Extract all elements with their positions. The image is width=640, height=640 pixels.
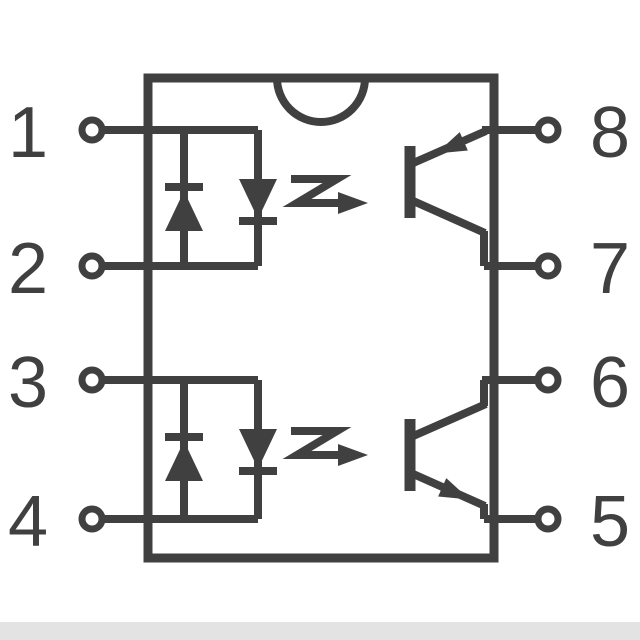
channel-1-phototransistor bbox=[404, 126, 540, 270]
channel-2-input-network bbox=[100, 376, 277, 523]
channel-2-phototransistor bbox=[404, 376, 540, 523]
transistor-arrow bbox=[438, 478, 470, 500]
channel-1-diode-down bbox=[239, 179, 277, 225]
transistor-arrow bbox=[436, 132, 468, 154]
pin-7-terminal bbox=[534, 252, 562, 280]
pin-7-label: 7 bbox=[590, 229, 630, 309]
channel-1-input-network bbox=[100, 126, 277, 270]
pin-2-terminal bbox=[78, 252, 106, 280]
diode-triangle bbox=[165, 191, 203, 231]
diode-triangle bbox=[165, 441, 203, 481]
diode-triangle bbox=[239, 429, 277, 469]
channel-1-diode-up bbox=[165, 183, 203, 231]
pin-8-label: 8 bbox=[590, 93, 630, 173]
pin-5-terminal bbox=[534, 505, 562, 533]
channel-2-diode-down bbox=[239, 429, 277, 475]
light-arrow-head bbox=[338, 192, 368, 214]
light-arrow-head bbox=[338, 444, 368, 466]
light-arrow-zigzag bbox=[282, 427, 352, 459]
transistor-bottom-lead bbox=[409, 196, 487, 237]
pin-1-label: 1 bbox=[8, 93, 48, 173]
index-notch bbox=[273, 77, 369, 126]
footer-bar bbox=[0, 622, 640, 640]
pin-6-label: 6 bbox=[590, 343, 630, 423]
pin-4-terminal bbox=[78, 505, 106, 533]
pin-2-label: 2 bbox=[8, 229, 48, 309]
pin-3-label: 3 bbox=[8, 343, 48, 423]
channel-1-light-arrow-icon bbox=[282, 175, 368, 214]
pin-3-terminal bbox=[78, 366, 106, 394]
pin-5-label: 5 bbox=[590, 482, 630, 562]
channel-2-diode-up bbox=[165, 433, 203, 481]
pin-1-terminal bbox=[78, 116, 106, 144]
pin-8-terminal bbox=[534, 116, 562, 144]
ic-body-outline bbox=[143, 73, 499, 563]
pin-4-label: 4 bbox=[8, 482, 48, 562]
channel-2-light-arrow-icon bbox=[282, 427, 368, 466]
transistor-top-lead bbox=[409, 400, 488, 441]
light-arrow-zigzag bbox=[282, 175, 352, 207]
pin-6-terminal bbox=[534, 366, 562, 394]
diode-triangle bbox=[239, 179, 277, 219]
